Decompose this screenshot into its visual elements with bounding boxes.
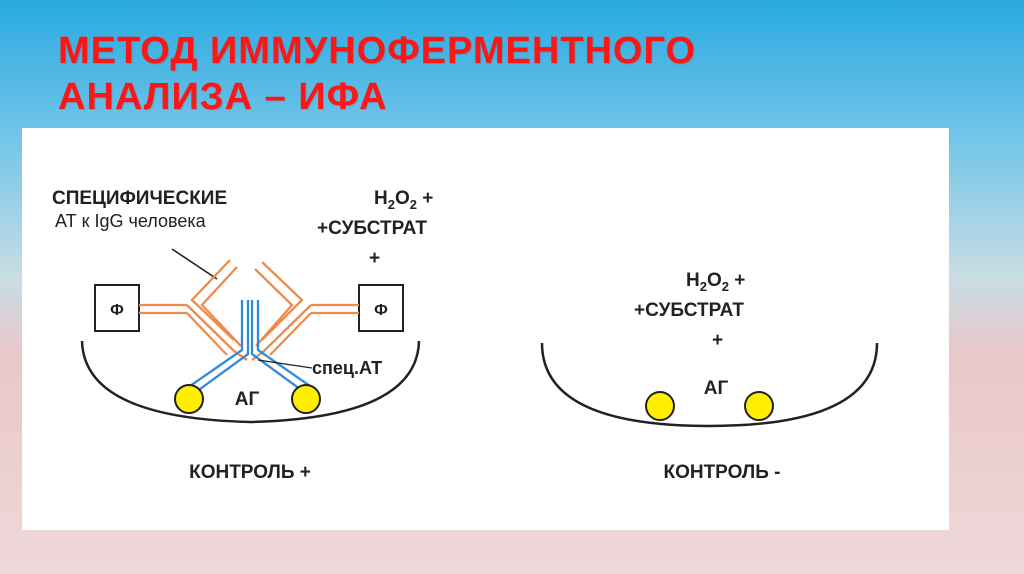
elisa-diagram: СПЕЦИФИЧЕСКИЕ АТ к IgG человека H2O2 + +… [52, 188, 879, 483]
spec-at-pointer [257, 359, 313, 369]
conjugate-antibody-right [251, 261, 359, 361]
left-h2o2-text: H2O2 + [374, 188, 433, 212]
conjugate-antibody-left [139, 259, 248, 361]
antigen-label-right: АГ [704, 378, 729, 399]
negative-control-group: H2O2 + +СУБСТРАТ + АГ КОНТРОЛЬ - [540, 270, 879, 483]
well-right [540, 342, 879, 428]
label-specific-line1: СПЕЦИФИЧЕСКИЕ [52, 188, 227, 209]
antigen-right-1 [645, 391, 675, 421]
enzyme-label-left: Ф [110, 302, 124, 319]
diagram-panel: СПЕЦИФИЧЕСКИЕ АТ к IgG человека H2O2 + +… [22, 128, 949, 530]
enzyme-box-left [94, 284, 140, 332]
caption-negative: КОНТРОЛЬ - [663, 462, 780, 483]
specific-antibody [189, 300, 311, 393]
well-left [80, 340, 421, 424]
positive-control-group: СПЕЦИФИЧЕСКИЕ АТ к IgG человека H2O2 + +… [52, 188, 433, 483]
antigen-right-2 [744, 391, 774, 421]
left-plus-text: + [369, 248, 380, 269]
label-specific-line2: АТ к IgG человека [55, 211, 207, 231]
page-title: МЕТОД ИММУНОФЕРМЕНТНОГО АНАЛИЗА – ИФА [58, 28, 696, 120]
antigen-left-1 [174, 384, 204, 414]
right-plus-text: + [712, 330, 723, 351]
right-substrate-text: +СУБСТРАТ [634, 300, 744, 321]
antigen-label-left: АГ [235, 389, 260, 410]
title-line-1: МЕТОД ИММУНОФЕРМЕНТНОГО [58, 30, 697, 72]
left-substrate-text: +СУБСТРАТ [317, 218, 427, 239]
pointer-line [171, 248, 218, 280]
right-h2o2-text: H2O2 + [686, 270, 745, 294]
caption-positive: КОНТРОЛЬ + [189, 462, 311, 483]
enzyme-label-right: Ф [374, 302, 388, 319]
antigen-left-2 [291, 384, 321, 414]
enzyme-box-right [358, 284, 404, 332]
title-line-2: АНАЛИЗА – ИФА [58, 76, 388, 118]
spec-at-label: спец.АТ [312, 358, 382, 378]
